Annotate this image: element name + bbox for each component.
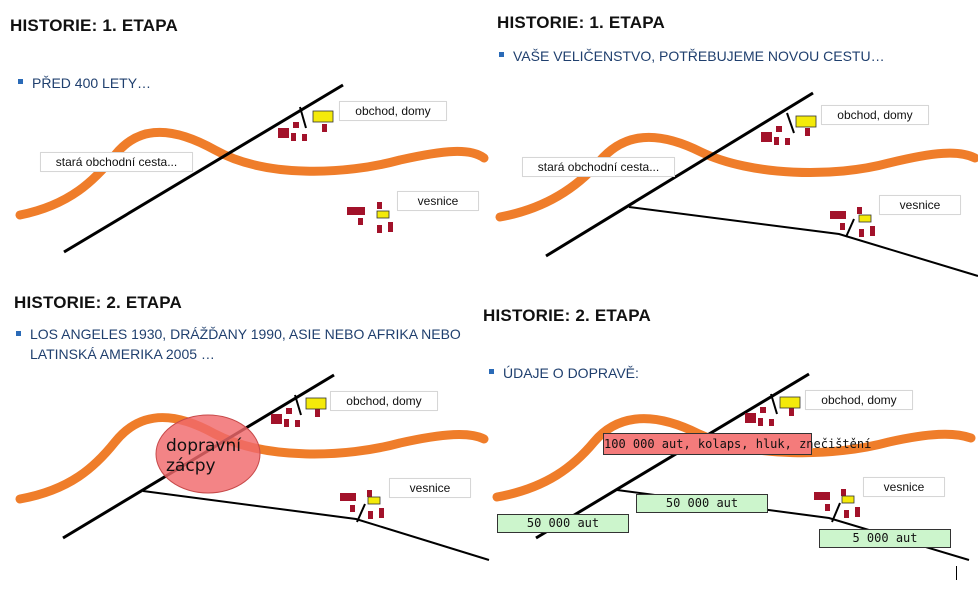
shop-connector: [770, 393, 778, 415]
text-cursor: [956, 566, 957, 580]
traffic-left-road: 50 000 aut: [497, 514, 629, 533]
traffic-jam-zone: [155, 414, 261, 494]
village-road: [628, 206, 978, 277]
shop-building: [795, 115, 817, 128]
village-connector: [845, 218, 855, 238]
label-village: vesnice: [863, 477, 945, 497]
label-shops-houses: obchod, domy: [339, 101, 447, 121]
old-trade-road: [495, 132, 978, 222]
new-road: [535, 372, 810, 540]
label-village: vesnice: [389, 478, 471, 498]
bullet-square-icon: [499, 51, 504, 57]
panel-stage2-traffic-data: HISTORIE: 2. ETAPA ÚDAJE O DOPRAVĚ: obch…: [483, 282, 978, 599]
new-road: [545, 91, 814, 258]
shop-building: [312, 110, 334, 123]
traffic-middle-road: 50 000 aut: [636, 494, 768, 513]
old-trade-road: [15, 127, 489, 220]
shop-building: [305, 397, 327, 410]
village-road: [142, 490, 490, 561]
bullet-item: PŘED 400 LETY…: [18, 73, 151, 93]
village-shop: [841, 495, 855, 504]
label-shops-houses: obchod, domy: [805, 390, 913, 410]
panel-title: HISTORIE: 1. ETAPA: [10, 16, 178, 35]
shop-connector: [299, 106, 307, 129]
label-village: vesnice: [397, 191, 479, 211]
bullet-text: ÚDAJE O DOPRAVĚ:: [503, 365, 639, 381]
new-road: [63, 83, 344, 254]
bullet-square-icon: [489, 368, 494, 374]
map-diagram: [15, 373, 490, 561]
bullet-square-icon: [18, 78, 23, 84]
town-buildings: [271, 408, 384, 519]
panel-title: HISTORIE: 1. ETAPA: [497, 13, 665, 32]
panel-stage2-traffic-jams: HISTORIE: 2. ETAPA LOS ANGELES 1930, DRÁ…: [0, 282, 490, 599]
shop-building: [779, 396, 801, 409]
bullet-text: PŘED 400 LETY…: [32, 75, 152, 91]
bullet-text: VAŠE VELIČENSTVO, POTŘEBUJEME NOVOU CEST…: [513, 48, 885, 64]
label-village: vesnice: [879, 195, 961, 215]
bullet-item: ÚDAJE O DOPRAVĚ:: [489, 363, 639, 383]
panel-title: HISTORIE: 2. ETAPA: [483, 306, 651, 325]
village-shop: [376, 210, 390, 219]
shop-connector: [786, 112, 795, 134]
panel-stage1-new-road: HISTORIE: 1. ETAPA VAŠE VELIČENSTVO, POT…: [489, 0, 978, 300]
label-old-road: stará obchodní cesta...: [40, 152, 193, 172]
traffic-main-road: 100 000 aut, kolaps, hluk, znečištění: [603, 433, 871, 455]
town-buildings: [761, 126, 875, 237]
village-shop: [367, 496, 381, 505]
traffic-village-road: 5 000 aut: [819, 529, 951, 548]
panel-stage1-past: HISTORIE: 1. ETAPA PŘED 400 LETY… stará …: [0, 0, 489, 300]
village-connector: [356, 503, 366, 523]
bullet-item: VAŠE VELIČENSTVO, POTŘEBUJEME NOVOU CEST…: [499, 46, 885, 66]
traffic-jam-label: dopravní zácpy: [166, 436, 241, 476]
label-shops-houses: obchod, domy: [330, 391, 438, 411]
panel-title: HISTORIE: 2. ETAPA: [14, 293, 182, 312]
map-diagram: [15, 83, 489, 254]
label-old-road: stará obchodní cesta...: [522, 157, 675, 177]
bullet-square-icon: [16, 331, 21, 336]
shop-connector: [294, 394, 302, 416]
village-shop: [858, 214, 872, 223]
town-buildings: [745, 407, 860, 518]
village-connector: [831, 502, 841, 523]
town-buildings: [278, 122, 393, 233]
bullet-item: LOS ANGELES 1930, DRÁŽĎANY 1990, ASIE NE…: [16, 324, 490, 364]
label-shops-houses: obchod, domy: [821, 105, 929, 125]
map-diagram: [495, 91, 978, 277]
bullet-text: LOS ANGELES 1930, DRÁŽĎANY 1990, ASIE NE…: [30, 326, 461, 362]
